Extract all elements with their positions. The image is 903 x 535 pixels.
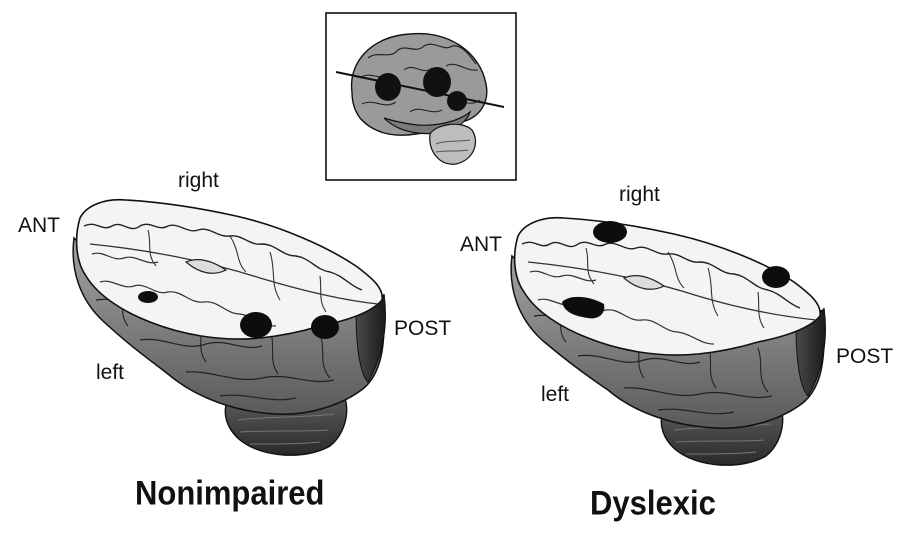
nonimpaired-caption: Nonimpaired (135, 472, 325, 513)
dyslexic-caption: Dyslexic (590, 482, 716, 523)
nonimpaired-right-label: right (178, 169, 219, 192)
nonimpaired-ant-label: ANT (18, 214, 60, 237)
activation-spot (593, 221, 627, 243)
activation-spot (762, 266, 790, 288)
dyslexic-brain-section (510, 216, 826, 466)
brain-side-view-icon (335, 32, 505, 165)
dyslexic-right-label: right (619, 183, 660, 206)
inset-panel (325, 12, 517, 181)
dyslexic-post-label: POST (836, 345, 894, 368)
activation-spot (311, 315, 339, 339)
activation-spot (562, 296, 605, 319)
nonimpaired-left-label: left (96, 361, 125, 384)
dyslexic-left-label: left (541, 383, 570, 406)
dyslexic-ant-label: ANT (460, 233, 502, 256)
nonimpaired-brain-section (72, 198, 386, 456)
activation-spot (138, 291, 158, 303)
activation-spot (240, 312, 272, 338)
nonimpaired-post-label: POST (394, 317, 452, 340)
